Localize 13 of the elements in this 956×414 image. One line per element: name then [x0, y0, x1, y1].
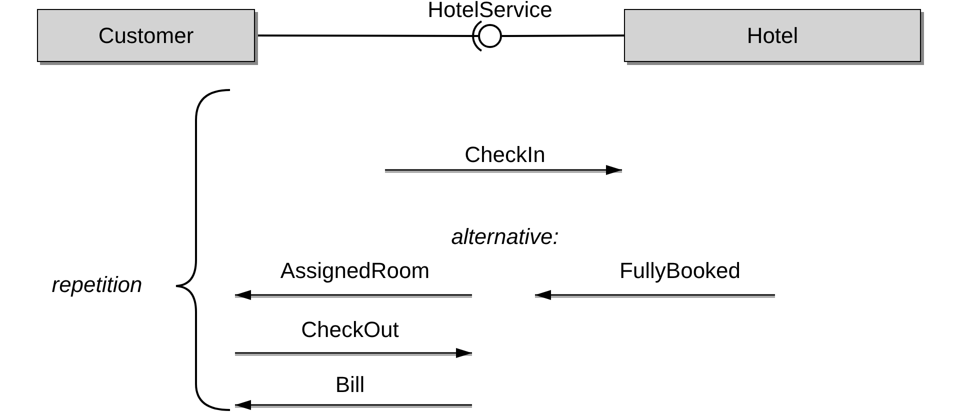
- repetition-note: repetition: [52, 272, 142, 298]
- message-label: FullyBooked: [619, 258, 741, 284]
- message-label: Bill: [335, 372, 365, 398]
- alternative-note: alternative:: [451, 224, 559, 250]
- interface-ball: [478, 24, 502, 48]
- message-label: AssignedRoom: [280, 258, 430, 284]
- socket-connector: [255, 20, 483, 52]
- component-box: Hotel: [624, 9, 921, 62]
- message-label: CheckOut: [301, 317, 399, 343]
- message-label: CheckIn: [464, 142, 546, 168]
- connector-line: [502, 34, 624, 37]
- interface-name: HotelService: [428, 0, 552, 23]
- component-box: Customer: [37, 9, 255, 62]
